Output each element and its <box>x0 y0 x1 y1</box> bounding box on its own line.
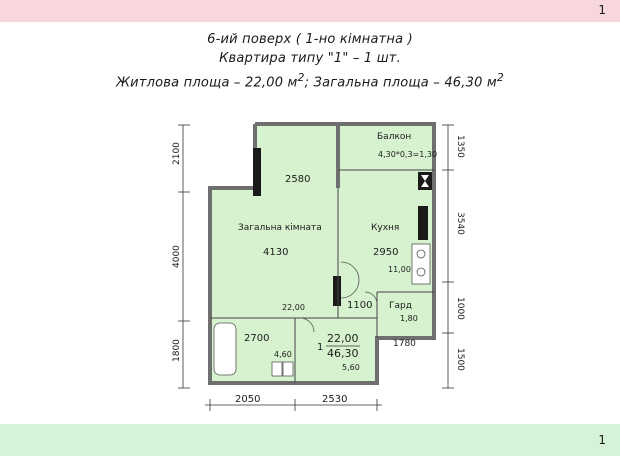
bath-fixtures <box>213 243 431 377</box>
apartment-index: 1 <box>317 342 323 353</box>
living-label: Загальна кімната <box>238 223 322 233</box>
header-type: Квартира типу "1" – 1 шт. <box>219 51 401 66</box>
header-floor: 6-ий поверх ( 1-но кімнатна ) <box>207 32 413 47</box>
apartment-area <box>210 124 435 383</box>
kitchen-label: Кухня <box>371 223 399 233</box>
wardrobe-label: Гард <box>389 301 412 311</box>
top-band: 1 <box>0 0 620 22</box>
kitchen-marker-icon <box>418 172 432 190</box>
room-area-small: 22,00 <box>282 303 305 312</box>
hall-width: 1100 <box>347 300 372 311</box>
dimension-lines <box>178 124 454 411</box>
dim-left-2: 4000 <box>172 245 182 268</box>
walls <box>208 122 436 385</box>
dim-right-3: 1000 <box>455 297 465 320</box>
bottom-band: 1 <box>0 424 620 456</box>
plan-header: 6-ий поверх ( 1-но кімнатна ) Квартира т… <box>0 30 620 92</box>
living-width: 4130 <box>263 247 288 258</box>
dim-right-2: 3540 <box>455 212 465 235</box>
dim-bottom-1: 2050 <box>235 394 260 405</box>
total-area: 46,30 <box>327 347 359 360</box>
dim-bottom-2: 2530 <box>322 394 347 405</box>
dim-right-1: 1350 <box>455 135 465 158</box>
dim-left-1: 2100 <box>172 142 182 165</box>
page-number-top: 1 <box>598 3 606 17</box>
balcony-label: Балкон <box>377 132 411 142</box>
door-swings <box>299 261 378 333</box>
dim-left-3: 1800 <box>172 339 182 362</box>
header-areas: Житлова площа – 22,00 м2; Загальна площа… <box>115 71 504 91</box>
balcony-size: 4,30*0,3=1,30 <box>378 150 437 159</box>
page-number-bottom: 1 <box>598 433 606 447</box>
bath-area: 4,60 <box>274 350 292 359</box>
interior-partitions <box>210 169 434 383</box>
bath-width: 2700 <box>244 333 269 344</box>
living-area-total: 22,00 <box>327 332 359 345</box>
kitchen-area: 11,00 <box>388 265 411 274</box>
corridor-area: 5,60 <box>342 363 360 372</box>
dim-right-4: 1500 <box>455 348 465 371</box>
hall-depth: 1780 <box>393 339 416 349</box>
wardrobe-area: 1,80 <box>400 314 418 323</box>
kitchen-width: 2950 <box>373 247 398 258</box>
living-depth: 2580 <box>285 174 310 185</box>
